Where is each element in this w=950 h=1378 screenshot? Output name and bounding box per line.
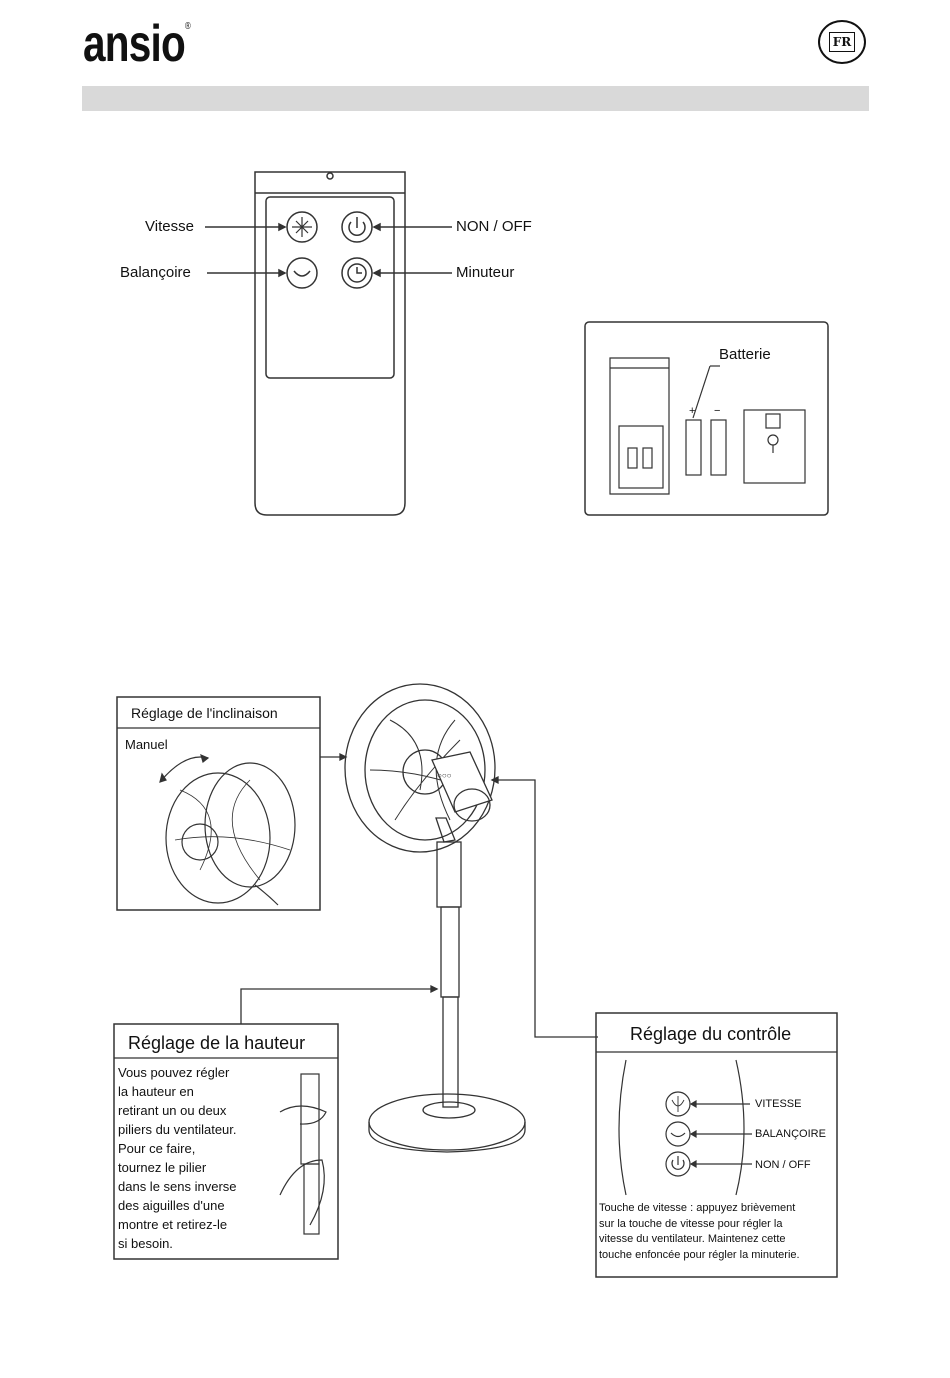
tilt-fan-back (165, 772, 271, 904)
fan-base-side (368, 1122, 526, 1153)
tilt-fan-hub (181, 823, 219, 861)
battery-compartment (618, 425, 664, 489)
height-illustration (113, 1023, 339, 1260)
control-swing-icon (665, 1121, 691, 1147)
label-speed: Vitesse (145, 218, 194, 235)
label-power: NON / OFF (456, 218, 532, 235)
fan-pole-middle (440, 906, 460, 998)
svg-text:○○○: ○○○ (437, 771, 452, 780)
control-box-frame (595, 1012, 838, 1278)
control-label-speed: VITESSE (755, 1098, 802, 1110)
remote-ir-led (326, 172, 334, 180)
tilt-rotation-arrow (159, 756, 209, 783)
power-icon (341, 211, 373, 243)
tilt-illustration (116, 696, 321, 911)
registered-mark: ® (185, 21, 191, 32)
tilt-fan-front (204, 762, 296, 888)
battery-minus-label: − (714, 405, 721, 417)
brand-name: ansio (83, 15, 186, 73)
hand-top (279, 1105, 327, 1125)
standing-fan-illustration: ○○○ (240, 683, 598, 1153)
remote-back (609, 357, 670, 495)
fan-pole-lower (442, 996, 459, 1108)
tilt-box-subtitle: Manuel (125, 737, 168, 752)
label-timer: Minuteur (456, 264, 515, 281)
battery-1 (685, 419, 702, 476)
remote-button-panel (265, 196, 395, 379)
speed-icon (286, 211, 318, 243)
height-box-frame (113, 1023, 339, 1260)
timer-arrowhead (372, 268, 381, 278)
battery-2 (710, 419, 727, 476)
battery-illustration (584, 321, 829, 516)
height-box-body: Vous pouvez régler la hauteur en retiran… (118, 1065, 237, 1251)
control-label-power: NON / OFF (755, 1159, 811, 1171)
fan-grill-inner (364, 699, 486, 841)
tilt-box-title: Réglage de l'inclinaison (131, 705, 278, 721)
power-arrowhead (372, 222, 381, 232)
battery-plus-label: + (689, 405, 696, 417)
swing-arrowhead (278, 268, 287, 278)
speed-arrowhead (278, 222, 287, 232)
hand-bottom (279, 1159, 325, 1226)
fan-motor-housing (431, 751, 493, 813)
battery-cover (743, 409, 806, 484)
timer-icon (341, 257, 373, 289)
control-label-swing: BALANÇOIRE (755, 1128, 826, 1140)
language-code: FR (828, 32, 856, 52)
brand-logo: ansio® (83, 15, 191, 73)
control-connector (492, 779, 598, 1038)
control-illustration (595, 1012, 838, 1278)
language-badge: FR (818, 20, 866, 64)
section-bar (82, 86, 869, 111)
battery-title: Batterie (719, 346, 771, 363)
label-swing: Balançoire (120, 264, 191, 281)
height-connector (240, 988, 437, 1024)
swing-icon (286, 257, 318, 289)
tilt-box-frame (116, 696, 321, 911)
fan-grill-outer (344, 683, 496, 853)
fan-base-collar (422, 1101, 476, 1119)
fan-motor-back (453, 788, 491, 822)
remote-control-illustration (205, 171, 452, 516)
battery-box-frame (584, 321, 829, 516)
control-box-body: Touche de vitesse : appuyez brièvement s… (599, 1202, 800, 1261)
height-box-title: Réglage de la hauteur (128, 1033, 306, 1053)
remote-body (254, 171, 406, 516)
control-box-title: Réglage du contrôle (630, 1024, 792, 1044)
battery-pointer (692, 365, 711, 419)
fan-pole-upper (436, 841, 462, 908)
